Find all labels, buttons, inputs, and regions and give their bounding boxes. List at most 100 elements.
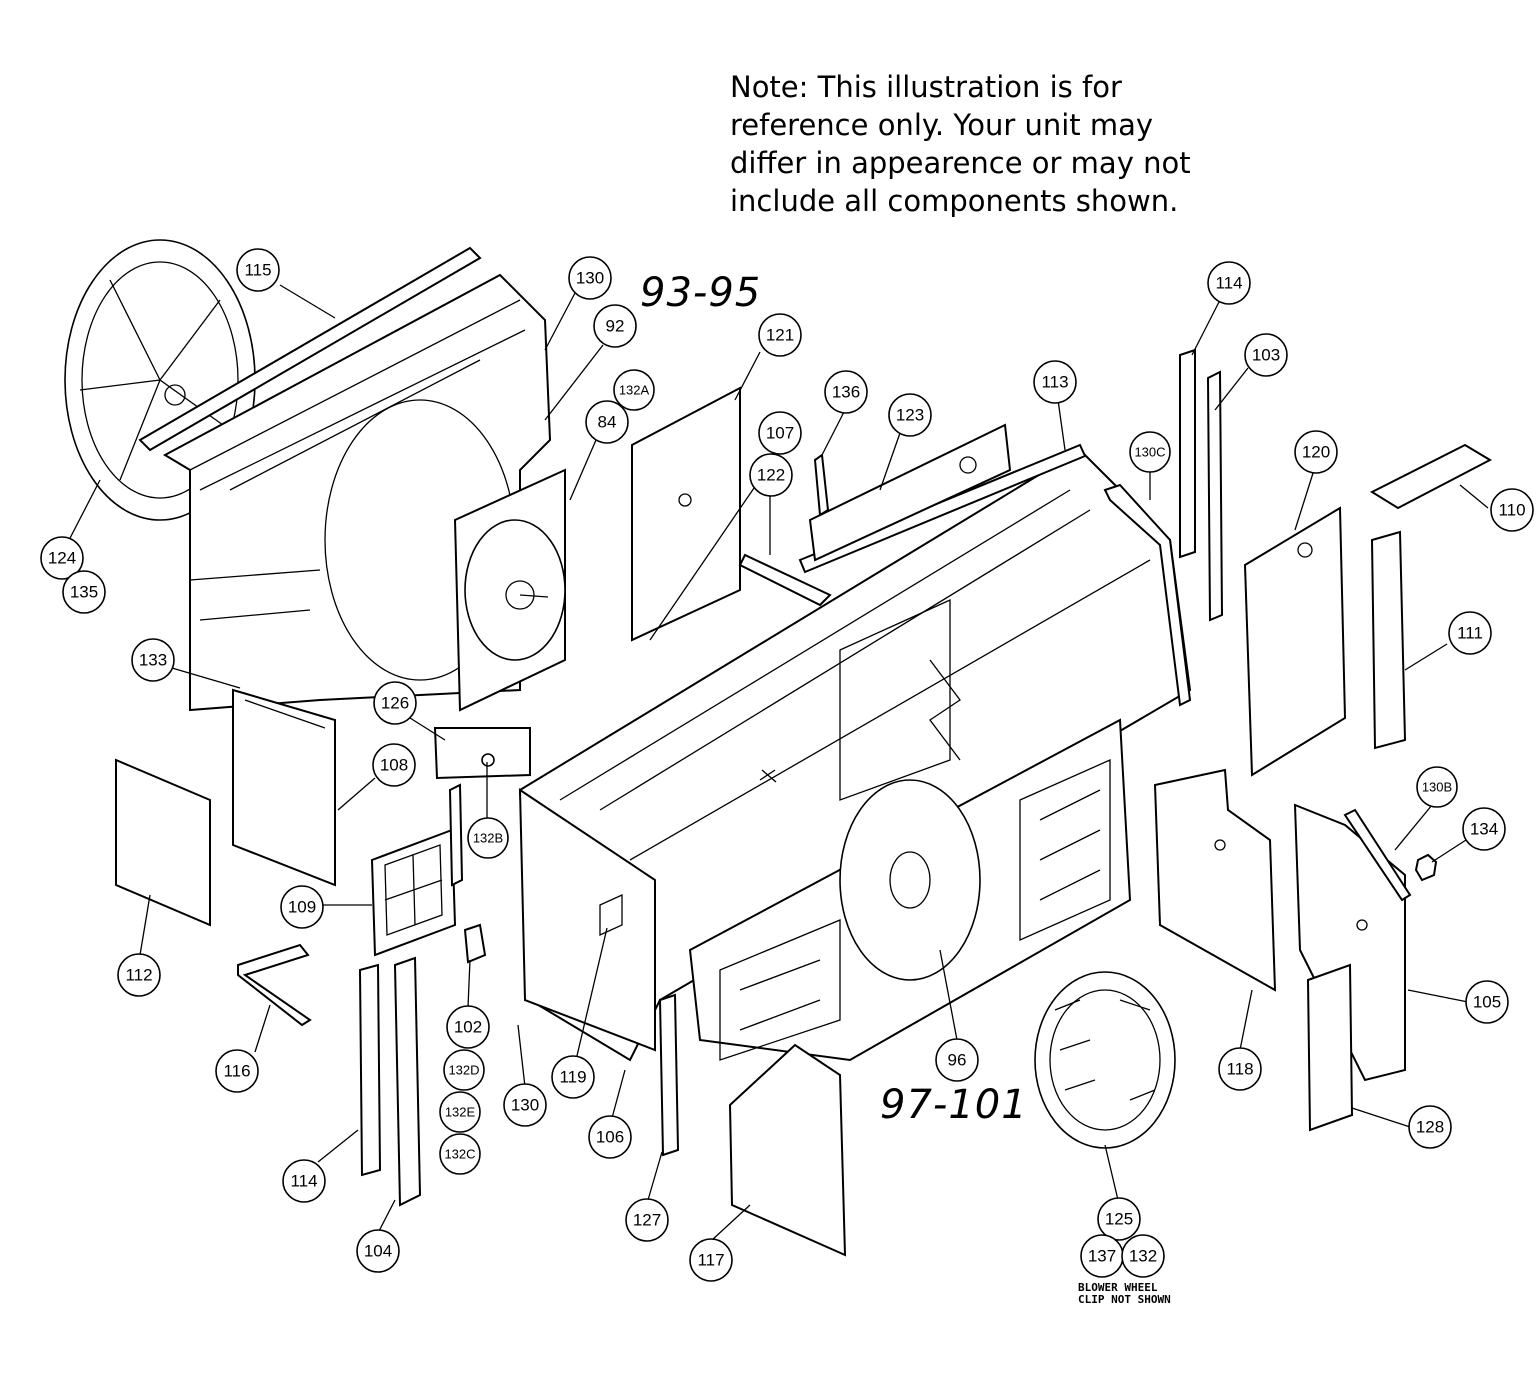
part-callout: 133 <box>131 638 175 682</box>
top-rail <box>138 246 482 452</box>
part-callout: 132D <box>443 1049 485 1091</box>
callout-label: 105 <box>1473 993 1501 1012</box>
callout-label: 132 <box>1129 1247 1157 1266</box>
part-callout: 106 <box>588 1115 632 1159</box>
part-callout: 102 <box>446 1005 490 1049</box>
part-callout: 109 <box>280 885 324 929</box>
part-callout: 130 <box>568 256 612 300</box>
part-callout: 123 <box>888 393 932 437</box>
callout-label: 130 <box>511 1096 539 1115</box>
strip <box>393 956 422 1207</box>
part-callout: 130B <box>1416 766 1458 808</box>
callout-label: 123 <box>896 406 924 425</box>
part-callout: 118 <box>1218 1047 1262 1091</box>
reference-note: Note: This illustration is for reference… <box>730 68 1250 220</box>
panel <box>1306 963 1354 1132</box>
callout-label: 132C <box>444 1147 475 1162</box>
part-callout: 132A <box>613 369 655 411</box>
callout-label: 132A <box>619 383 650 398</box>
nut <box>1414 853 1438 882</box>
part-callout: 137 <box>1080 1234 1124 1278</box>
part-callout: 126 <box>373 681 417 725</box>
part-callout: 127 <box>625 1198 669 1242</box>
part-callout: 134 <box>1462 807 1506 851</box>
bracket <box>1343 808 1412 902</box>
callout-label: 125 <box>1105 1210 1133 1229</box>
part-callout: 110 <box>1490 488 1534 532</box>
part-callout: 135 <box>62 570 106 614</box>
part-callout: 130 <box>503 1083 547 1127</box>
part-callout: 132C <box>439 1133 481 1175</box>
side-panel <box>518 788 656 1052</box>
filter-panel <box>115 758 211 927</box>
callout-label: 113 <box>1041 373 1068 392</box>
part-callout: 114 <box>1207 261 1251 305</box>
callout-label: 103 <box>1252 346 1280 365</box>
note-line: reference only. Your unit may <box>730 108 1154 142</box>
callout-label: 96 <box>948 1051 967 1070</box>
callout-label: 120 <box>1302 443 1330 462</box>
callout-label: 111 <box>1457 624 1483 643</box>
callout-label: 110 <box>1498 501 1525 520</box>
blower-wheel <box>1034 971 1176 1149</box>
bar <box>808 423 1012 562</box>
part-callout: 119 <box>551 1055 595 1099</box>
part-callout: 124 <box>40 536 84 580</box>
part-callout: 132 <box>1121 1234 1165 1278</box>
callout-label: 135 <box>70 583 98 602</box>
callout-label: 122 <box>757 466 785 485</box>
clip <box>463 923 487 964</box>
strip <box>1206 370 1224 622</box>
base-pan <box>518 448 1192 1062</box>
bracket <box>448 783 464 887</box>
part-range-label: 93-95 <box>640 270 762 316</box>
callout-label: 118 <box>1226 1060 1253 1079</box>
callout-label: 116 <box>223 1062 250 1081</box>
blower-wheel-footnote: BLOWER WHEEL CLIP NOT SHOWN <box>1078 1282 1171 1306</box>
part-callout: 114 <box>282 1159 326 1203</box>
part-callout: 125 <box>1097 1197 1141 1241</box>
note-line: Note: This illustration is for <box>730 70 1122 104</box>
panel <box>1153 768 1277 992</box>
panel <box>232 688 336 887</box>
part-callout: 132E <box>439 1091 481 1133</box>
part-callout: 107 <box>758 411 802 455</box>
callout-label: 121 <box>766 326 794 345</box>
part-callout: 121 <box>758 313 802 357</box>
callout-label: 104 <box>364 1242 392 1261</box>
part-callout: 117 <box>689 1238 733 1282</box>
footnote-line: CLIP NOT SHOWN <box>1078 1293 1171 1306</box>
strip <box>658 993 680 1157</box>
callout-label: 84 <box>598 413 617 432</box>
callout-label: 124 <box>48 549 76 568</box>
footnote-line: BLOWER WHEEL <box>1078 1281 1158 1294</box>
callout-label: 114 <box>290 1172 317 1191</box>
panel <box>728 1043 847 1257</box>
strip <box>1370 530 1407 750</box>
callout-label: 134 <box>1470 820 1498 839</box>
panel <box>433 727 531 780</box>
exploded-drawing <box>64 239 1493 1257</box>
part-callout: 103 <box>1244 333 1288 377</box>
part-callout: 130C <box>1129 431 1171 473</box>
note-line: differ in appearence or may not <box>730 146 1191 180</box>
part-callout: 116 <box>215 1049 259 1093</box>
callout-label: 115 <box>244 261 271 280</box>
callout-label: 92 <box>606 317 625 336</box>
panel <box>631 386 741 642</box>
callout-label: 137 <box>1088 1247 1116 1266</box>
callout-label: 128 <box>1416 1118 1444 1137</box>
callout-label: 126 <box>381 694 409 713</box>
part-callout: 113 <box>1033 360 1077 404</box>
callout-label: 109 <box>288 898 316 917</box>
callout-label: 130C <box>1134 445 1165 460</box>
callout-label: 112 <box>125 966 152 985</box>
part-callout: 115 <box>236 248 280 292</box>
strip <box>358 963 382 1177</box>
callout-label: 108 <box>380 756 408 775</box>
rod <box>813 453 830 517</box>
part-callout: 92 <box>593 304 637 348</box>
part-callout: 120 <box>1294 430 1338 474</box>
part-callout: 105 <box>1465 980 1509 1024</box>
